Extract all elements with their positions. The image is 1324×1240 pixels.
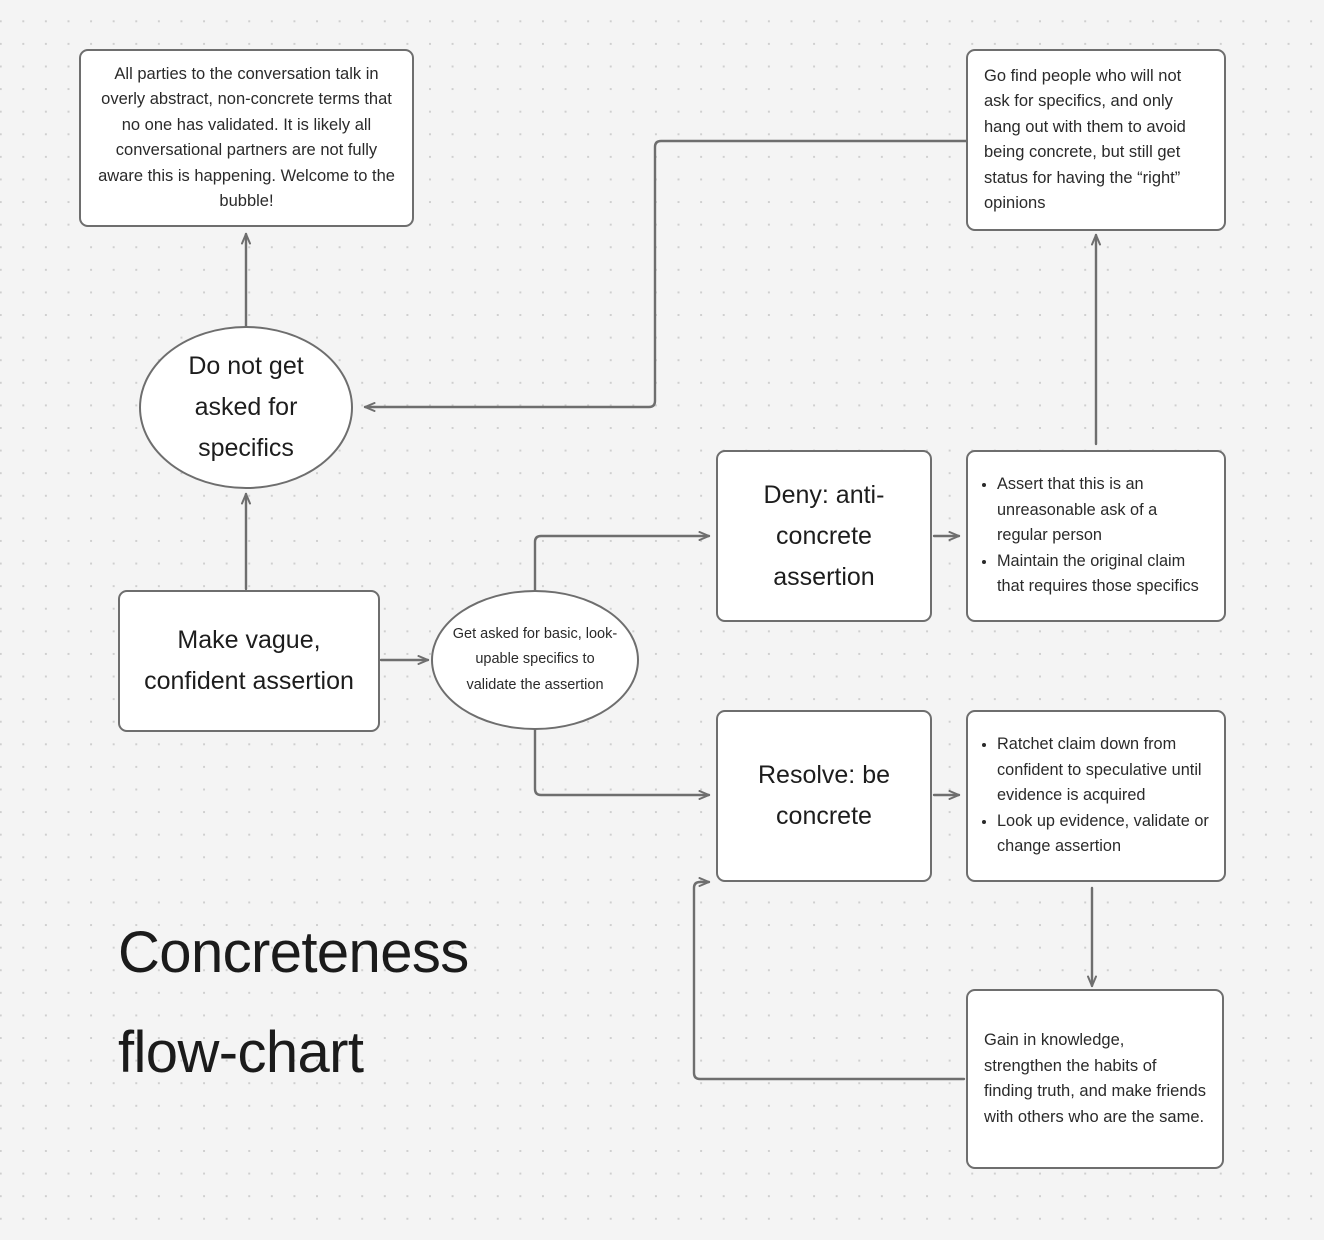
node-make-vague-assertion-label: Make vague, confident assertion [144, 626, 354, 695]
node-deny-actions[interactable]: Assert that this is an unreasonable ask … [966, 450, 1226, 622]
node-do-not-get-asked-label: Do not get asked for specifics [188, 352, 304, 462]
node-resolve-actions-body: Ratchet claim down from confident to spe… [968, 732, 1224, 860]
node-deny-actions-body: Assert that this is an unreasonable ask … [968, 472, 1224, 600]
node-resolve-actions[interactable]: Ratchet claim down from confident to spe… [966, 710, 1226, 882]
list-item: Look up evidence, validate or change ass… [997, 809, 1216, 860]
list-item: Ratchet claim down from confident to spe… [997, 732, 1216, 809]
list-item: Maintain the original claim that require… [997, 549, 1212, 600]
node-make-vague-assertion[interactable]: Make vague, confident assertion [118, 590, 380, 732]
node-gain-knowledge-label: Gain in knowledge, strengthen the habits… [984, 1031, 1206, 1126]
node-go-find-people[interactable]: Go find people who will not ask for spec… [966, 49, 1226, 231]
node-bubble-note-label: All parties to the conversation talk in … [98, 64, 395, 211]
deny-actions-list: Assert that this is an unreasonable ask … [976, 472, 1212, 600]
node-do-not-get-asked[interactable]: Do not get asked for specifics [139, 326, 353, 489]
node-go-find-people-label: Go find people who will not ask for spec… [984, 66, 1186, 213]
node-deny-branch-label: Deny: anti-concrete assertion [763, 480, 885, 591]
node-gain-knowledge[interactable]: Gain in knowledge, strengthen the habits… [966, 989, 1224, 1169]
edge-gain-knowledge-to-resolve [692, 877, 966, 1081]
node-bubble-note[interactable]: All parties to the conversation talk in … [79, 49, 414, 227]
node-get-asked-specifics-label: Get asked for basic, look-upable specifi… [452, 625, 618, 693]
node-get-asked-specifics[interactable]: Get asked for basic, look-upable specifi… [431, 590, 639, 730]
edge-go-find-people-to-do-not-get-asked [363, 139, 968, 412]
edge-get-asked-to-resolve [533, 726, 711, 800]
resolve-actions-list: Ratchet claim down from confident to spe… [976, 732, 1216, 860]
list-item: Assert that this is an unreasonable ask … [997, 472, 1212, 549]
page-title: Concreteness flow-chart [118, 920, 469, 1085]
node-resolve-branch[interactable]: Resolve: be concrete [716, 710, 932, 882]
node-resolve-branch-label: Resolve: be concrete [757, 761, 891, 830]
edge-get-asked-to-deny [533, 531, 711, 594]
node-deny-branch[interactable]: Deny: anti-concrete assertion [716, 450, 932, 622]
